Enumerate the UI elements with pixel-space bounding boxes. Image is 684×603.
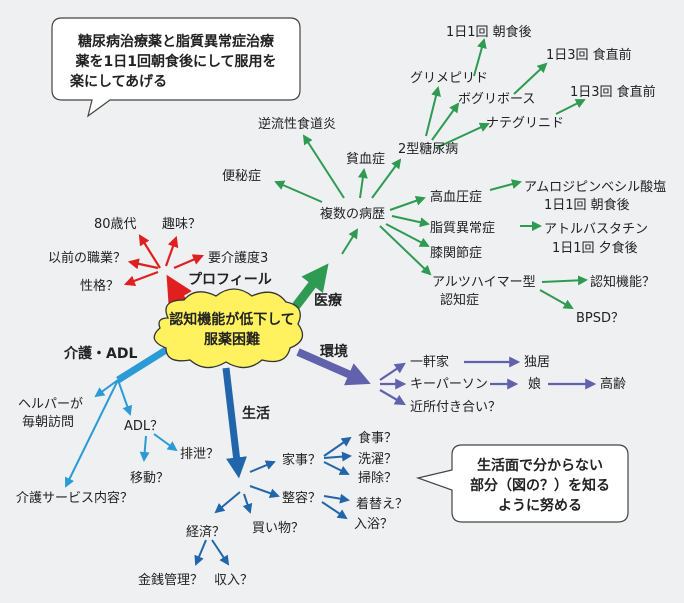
environment-arrows: [379, 356, 597, 406]
care-movement: 移動？: [130, 471, 169, 486]
bottom-callout-line-3: ように努める: [498, 497, 582, 514]
medical-branch-arrow: [292, 263, 329, 309]
medical-history: 複数の病歴: [320, 206, 385, 222]
profile-care-level: 要介護度3: [208, 250, 268, 266]
care-arrows: [65, 379, 178, 488]
medical-heading: 医療: [314, 292, 343, 309]
center-cloud: 認知機能が低下して 服薬困難: [153, 288, 304, 369]
environment-branch-arrow: [296, 348, 371, 386]
medical-dyslipidemia: 脂質異常症: [430, 221, 495, 236]
care-helper-line-2: 毎朝訪問: [22, 414, 74, 430]
medical-glimepiride-dose: 1日1回 朝食後: [446, 24, 532, 40]
environment-heading: 環境: [320, 343, 348, 360]
life-bathing: 入浴？: [354, 517, 393, 532]
profile-age: 80歳代: [94, 217, 137, 232]
life-heading: 生活: [242, 405, 270, 422]
care-service: 介護サービス内容？: [16, 490, 133, 506]
profile-hobby: 趣味？: [162, 217, 201, 232]
top-callout: 糖尿病治療薬と脂質異常症治療 薬を1日1回朝食後にして服用を 楽にしてあげる: [51, 17, 301, 118]
life-grooming: 整容？: [282, 490, 321, 506]
env-daughter: 娘: [528, 377, 541, 392]
bottom-callout-line-2: 部分（図の？）を知る: [470, 477, 610, 494]
medical-reflux: 逆流性食道炎: [258, 116, 336, 132]
medical-nateglinide: ナテグリニド: [486, 116, 564, 131]
env-neighbors: 近所付き合い？: [410, 400, 501, 415]
center-line-2: 服薬困難: [204, 331, 260, 348]
medical-alzheimer-line-1: アルツハイマー型: [432, 275, 536, 290]
medical-voglibose: ボグリボース: [458, 92, 535, 107]
life-laundry: 洗濯？: [358, 452, 397, 467]
medical-atorvastatin: アトルバスタチン: [544, 222, 648, 237]
life-arrows: [194, 436, 352, 566]
bottom-callout: 生活面で分からない 部分（図の？）を知る ように努める: [415, 444, 629, 523]
care-adl: ADL？: [124, 419, 163, 434]
profile-arrows: [123, 234, 205, 287]
top-callout-line-1: 糖尿病治療薬と脂質異常症治療: [78, 33, 275, 50]
env-alone: 独居: [524, 355, 550, 370]
medical-voglibose-dose: 1日3回 食直前: [546, 47, 632, 63]
life-meals: 食事？: [358, 430, 397, 446]
medical-bpsd: BPSD？: [576, 311, 624, 326]
env-house: 一軒家: [410, 354, 449, 370]
bottom-callout-line-1: 生活面で分からない: [477, 457, 603, 474]
medical-glimepiride: グリメピリド: [410, 71, 488, 86]
life-dressing: 着替え？: [356, 496, 408, 512]
medical-cognitive: 認知機能？: [590, 274, 655, 290]
profile-personality: 性格？: [80, 278, 119, 294]
medical-nateglinide-dose: 1日3回 食直前: [570, 84, 656, 100]
care-excretion: 排泄？: [180, 447, 219, 462]
top-callout-line-2: 薬を1日1回朝食後にして服用を: [75, 53, 276, 70]
top-callout-line-3: 楽にしてあげる: [69, 73, 167, 90]
medical-diabetes: 2型糖尿病: [398, 141, 458, 157]
care-helper-line-1: ヘルパーが: [18, 397, 83, 412]
env-elderly: 高齢: [600, 376, 626, 392]
life-housework: 家事？: [282, 452, 321, 468]
profile-heading: プロフィール: [188, 272, 272, 288]
care-heading: 介護・ADL: [63, 345, 137, 362]
life-income: 収入？: [214, 573, 253, 588]
medical-anemia: 貧血症: [346, 152, 385, 167]
env-keyperson: キーパーソン: [410, 377, 488, 392]
profile-job: 以前の職業？: [48, 250, 126, 266]
center-line-1: 認知機能が低下して: [169, 311, 295, 328]
medical-constipation: 便秘症: [222, 169, 261, 184]
care-branch-arrow: [116, 347, 168, 383]
life-shopping: 買い物？: [252, 521, 304, 536]
medical-amlodipine: アムロジピンベシル酸塩: [524, 180, 666, 195]
life-money: 金銭管理？: [138, 572, 203, 588]
life-branch-arrow: [222, 367, 247, 479]
medical-knee: 膝関節症: [430, 246, 482, 261]
medical-hypertension: 高血圧症: [430, 189, 482, 205]
medical-arrows: [274, 38, 588, 309]
medical-alzheimer-line-2: 認知症: [440, 292, 479, 308]
medical-atorvastatin-dose: 1日1回 夕食後: [552, 240, 638, 256]
life-economy: 経済？: [186, 524, 225, 540]
life-cleaning: 掃除？: [358, 470, 397, 486]
medical-amlodipine-dose: 1日1回 朝食後: [544, 197, 630, 213]
